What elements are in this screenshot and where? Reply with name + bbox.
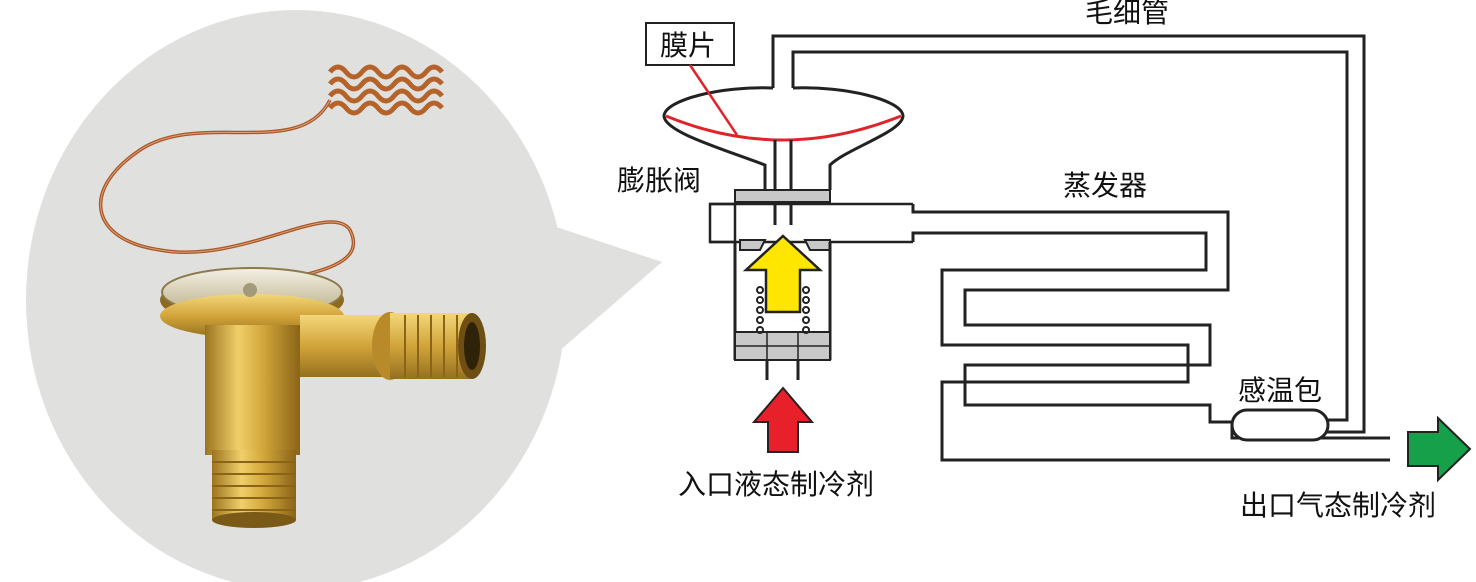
inlet-label: 入口液态制冷剂 (678, 468, 874, 501)
valve-body (708, 140, 913, 380)
evaporator-label: 蒸发器 (1063, 169, 1147, 202)
copper-coil (328, 64, 444, 116)
outlet-right-arrow-icon (1407, 415, 1472, 483)
expansion-valve-label: 膨胀阀 (617, 164, 701, 197)
inlet-up-arrow-icon (751, 386, 815, 453)
bubble-pointer (520, 215, 662, 385)
capillary-tube (771, 34, 1366, 434)
valve-springs (756, 286, 810, 334)
capillary-tube-label: 毛细管 (1085, 0, 1169, 29)
diaphragm-membrane (665, 114, 902, 142)
diaphragm-label-box (645, 22, 735, 66)
sensing-bulb (1230, 408, 1330, 442)
outlet-label: 出口气态制冷剂 (1240, 489, 1436, 522)
diaphragm-chamber (662, 86, 905, 190)
diaphragm-label: 膜片 (660, 29, 716, 62)
valve-up-arrow-icon (742, 234, 824, 314)
expansion-valve-photo-icon (98, 64, 486, 528)
sensing-bulb-label: 感温包 (1238, 374, 1322, 407)
